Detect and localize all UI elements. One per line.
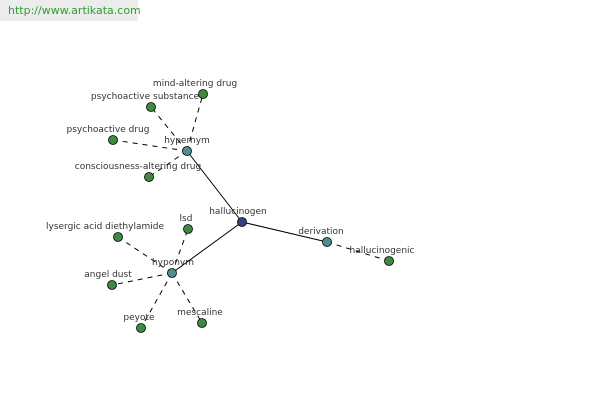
root-node-hallucinogen[interactable] (237, 217, 247, 227)
relation-node-hypernym[interactable] (182, 146, 192, 156)
url-banner: http://www.artikata.com (0, 0, 141, 21)
relation-label-hyponym[interactable]: hyponym (152, 258, 194, 268)
term-node-mescaline[interactable] (197, 318, 207, 328)
term-label-mind-altering-drug[interactable]: mind-altering drug (153, 79, 237, 89)
term-label-psychoactive-drug[interactable]: psychoactive drug (67, 125, 150, 135)
edge-hyponym-peyote (140, 272, 173, 329)
term-node-hallucinogenic[interactable] (384, 256, 394, 266)
edge-hyponym-angel-dust (111, 272, 173, 286)
relation-label-hypernym[interactable]: hypernym (164, 136, 210, 146)
term-node-lsd[interactable] (183, 224, 193, 234)
term-label-lysergic-acid-diethylamide[interactable]: lysergic acid diethylamide (46, 222, 164, 232)
edge-hypernym-psychoactive-drug (112, 139, 188, 152)
relation-node-hyponym[interactable] (167, 268, 177, 278)
edge-hypernym-consciousness-altering-drug (148, 150, 188, 178)
site-url-link[interactable]: http://www.artikata.com (8, 4, 141, 17)
term-label-mescaline[interactable]: mescaline (177, 308, 223, 318)
term-label-angel-dust[interactable]: angel dust (84, 270, 132, 280)
term-node-consciousness-altering-drug[interactable] (144, 172, 154, 182)
edge-derivation-hallucinogenic (326, 241, 390, 262)
term-label-consciousness-altering-drug[interactable]: consciousness-altering drug (75, 162, 201, 172)
relation-node-derivation[interactable] (322, 237, 332, 247)
root-label-hallucinogen[interactable]: hallucinogen (209, 207, 267, 217)
edge-root-hyponym (171, 221, 243, 274)
term-node-psychoactive-substance[interactable] (146, 102, 156, 112)
term-node-lysergic-acid-diethylamide[interactable] (113, 232, 123, 242)
term-label-lsd[interactable]: lsd (180, 214, 193, 224)
relation-label-derivation[interactable]: derivation (298, 227, 344, 237)
term-node-angel-dust[interactable] (107, 280, 117, 290)
edge-hyponym-lysergic-acid-diethylamide (117, 236, 173, 274)
term-node-psychoactive-drug[interactable] (108, 135, 118, 145)
edge-hyponym-lsd (171, 228, 189, 274)
term-label-hallucinogenic[interactable]: hallucinogenic (350, 246, 415, 256)
edge-root-hypernym (186, 150, 243, 223)
term-node-peyote[interactable] (136, 323, 146, 333)
term-node-mind-altering-drug[interactable] (198, 89, 208, 99)
term-label-peyote[interactable]: peyote (123, 313, 155, 323)
term-label-psychoactive-substance[interactable]: psychoactive substance (91, 92, 200, 102)
edge-root-derivation (241, 221, 328, 243)
